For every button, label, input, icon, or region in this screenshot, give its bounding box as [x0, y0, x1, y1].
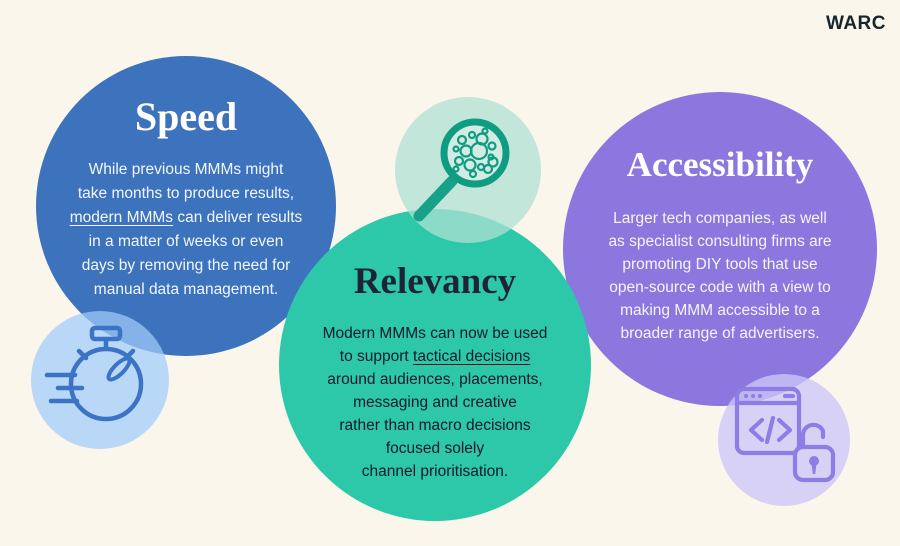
text-segment: channel prioritisation.	[361, 463, 509, 480]
text-segment: rather than macro decisions	[339, 417, 531, 434]
text-line: rather than macro decisions	[279, 414, 591, 437]
text-line: open-source code with a view to	[563, 276, 877, 299]
text-line: take months to produce results,	[36, 182, 336, 206]
text-line: Larger tech companies, as well	[563, 207, 877, 230]
text-segment: broader range of advertisers.	[620, 325, 820, 342]
text-segment: Larger tech companies, as well	[613, 210, 827, 227]
underlined-term[interactable]: tactical decisions	[413, 348, 531, 365]
speed-body-text: While previous MMMs might take months to …	[36, 158, 336, 302]
text-line: around audiences, placements,	[279, 368, 591, 391]
text-line: promoting DIY tools that use	[563, 253, 877, 276]
relevancy-heading: Relevancy	[353, 261, 517, 302]
accessibility-heading: Accessibility	[626, 145, 814, 184]
text-segment: to support	[339, 348, 414, 365]
magnifying-glass-icon	[413, 118, 510, 222]
text-segment: making MMM accessible to a	[620, 302, 820, 319]
underlined-term[interactable]: modern MMMs	[69, 209, 174, 226]
text-segment: open-source code with a view to	[609, 279, 831, 296]
text-segment: as specialist consulting firms are	[608, 233, 832, 250]
accessibility-circle	[563, 92, 877, 406]
text-line: channel prioritisation.	[279, 460, 591, 483]
text-line: messaging and creative	[279, 391, 591, 414]
text-segment: messaging and creative	[353, 394, 517, 411]
text-segment: days by removing the need for	[81, 257, 291, 274]
text-line: focused solely	[279, 437, 591, 460]
open-source-code-lock-icon	[734, 386, 836, 483]
text-segment: While previous MMMs might	[88, 161, 284, 178]
relevancy-body-text: Modern MMMs can now be used to support ta…	[279, 322, 591, 483]
text-segment: Modern MMMs can now be used	[322, 325, 548, 342]
relevancy-circle	[279, 209, 591, 521]
text-line: in a matter of weeks or even	[36, 230, 336, 254]
accessibility-body-text: Larger tech companies, as well as special…	[563, 207, 877, 345]
text-line: modern MMMs can deliver results	[36, 206, 336, 230]
warc-logo: WARC	[825, 13, 886, 34]
text-line: days by removing the need for	[36, 254, 336, 278]
text-segment: manual data management.	[93, 281, 279, 298]
speed-circle	[36, 56, 336, 356]
text-line: making MMM accessible to a	[563, 299, 877, 322]
text-segment: can deliver results	[173, 209, 303, 226]
text-line: While previous MMMs might	[36, 158, 336, 182]
stopwatch-bubble-circle	[31, 311, 169, 449]
text-segment: in a matter of weeks or even	[88, 233, 284, 250]
text-line: Modern MMMs can now be used	[279, 322, 591, 345]
text-line: to support tactical decisions	[279, 345, 591, 368]
speed-heading: Speed	[134, 94, 238, 139]
text-segment: take months to produce results,	[77, 185, 295, 202]
stopwatch-icon	[44, 325, 144, 422]
text-segment: promoting DIY tools that use	[622, 256, 818, 273]
text-line: manual data management.	[36, 278, 336, 302]
text-line: broader range of advertisers.	[563, 322, 877, 345]
text-segment: focused solely	[385, 440, 485, 457]
text-line: as specialist consulting firms are	[563, 230, 877, 253]
text-segment: around audiences, placements,	[327, 371, 543, 388]
